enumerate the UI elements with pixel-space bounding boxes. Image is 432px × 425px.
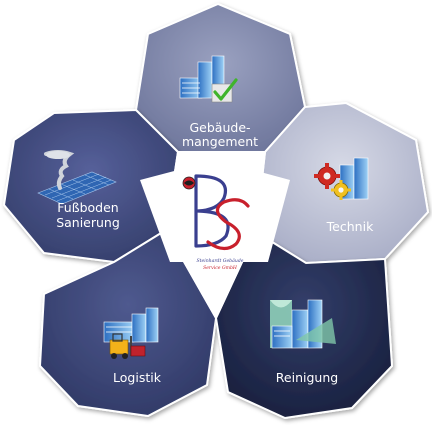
fussboden-label-line1: Fußboden xyxy=(57,200,118,215)
building-cleaning-icon xyxy=(270,299,336,349)
building-forklift-icon xyxy=(103,307,159,359)
technik-label: Technik xyxy=(326,219,374,234)
building-checkmark-icon xyxy=(179,55,238,103)
logo-line2: Service GmbH xyxy=(203,265,238,271)
logo-line1: Steinhardt Gebäude xyxy=(197,258,244,264)
segment-gebaeudemanagement: Gebäude- mangement xyxy=(134,2,307,153)
fussboden-label-line2: Sanierung xyxy=(56,215,120,230)
gebaeude-label-line2: mangement xyxy=(182,134,258,149)
center-logo-panel: Steinhardt Gebäude Service GmbH xyxy=(140,151,290,321)
reinigung-label: Reinigung xyxy=(276,370,338,385)
tornado-floor-icon xyxy=(37,150,117,205)
segment-fussboden-sanierung: Fußboden Sanierung xyxy=(2,108,180,264)
company-logo: Steinhardt Gebäude Service GmbH xyxy=(182,174,250,271)
segment-technik: Technik xyxy=(254,101,430,265)
building-gears-icon xyxy=(314,157,369,200)
segment-reinigung: Reinigung xyxy=(214,230,394,420)
logistik-label: Logistik xyxy=(113,370,162,385)
gebaeude-label-line1: Gebäude- xyxy=(189,120,250,135)
